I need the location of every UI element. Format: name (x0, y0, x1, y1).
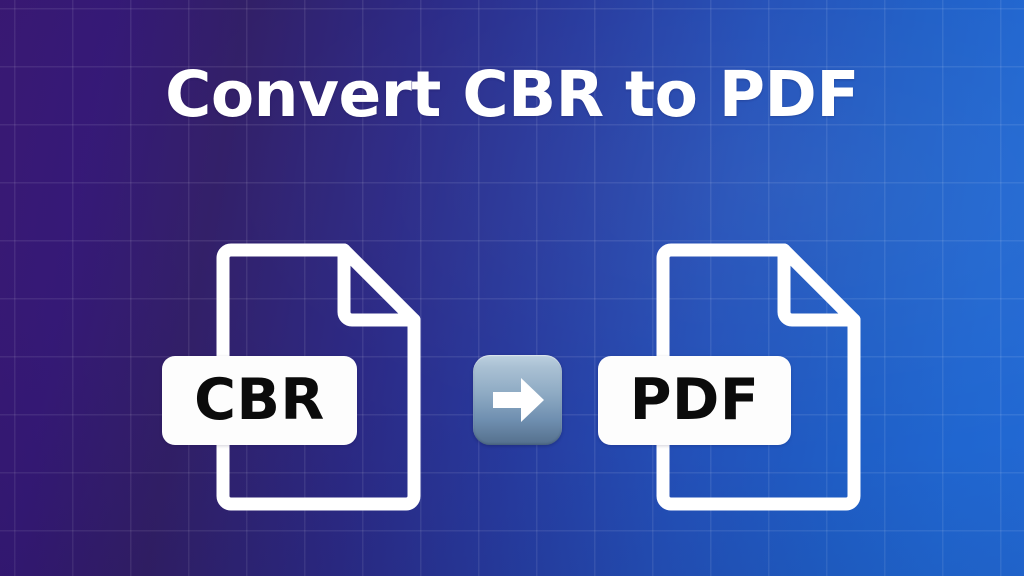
file-document-icon (216, 243, 421, 511)
convert-arrow-badge (473, 355, 562, 445)
file-document-icon (656, 243, 861, 511)
source-file-label: CBR (162, 356, 357, 445)
target-file-label: PDF (598, 356, 791, 445)
target-file-icon: PDF (598, 238, 866, 516)
source-file-icon: CBR (162, 238, 426, 516)
arrow-right-icon (492, 378, 544, 422)
page-title: Convert CBR to PDF (165, 58, 859, 131)
conversion-illustration: CBR PDF (0, 238, 1024, 518)
